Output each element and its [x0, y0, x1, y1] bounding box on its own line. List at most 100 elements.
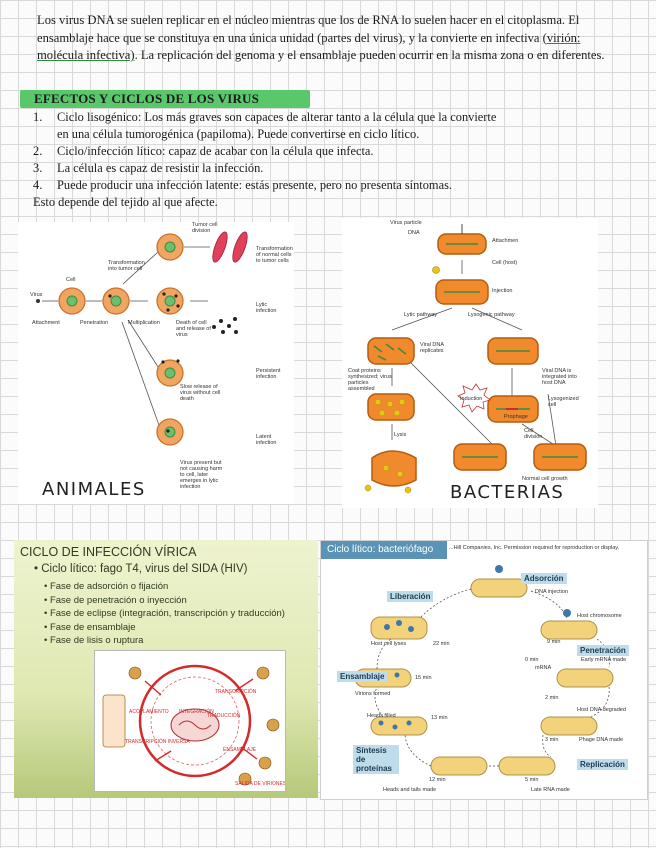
stage-liberacion: Liberación: [387, 591, 434, 602]
note-mrna: mRNA: [535, 665, 552, 671]
note-t22: 22 min: [433, 641, 450, 647]
note-t15: 15 min: [415, 675, 432, 681]
label-lytic-pathway: Lytic pathway: [404, 312, 438, 318]
note-t12: 12 min: [429, 777, 446, 783]
stage-sintesis: Síntesis de proteínas: [353, 745, 399, 774]
label-attachment-bact: Attachmen: [492, 238, 519, 244]
label-penetration: Penetration: [80, 320, 109, 326]
phase-item: Fase de eclipse (integración, transcripc…: [44, 607, 285, 621]
label-induction: Induction: [460, 396, 483, 402]
section-title-highlight: EFECTOS Y CICLOS DE LOS VIRUS: [20, 90, 310, 108]
note-host-chromosome: Host chromosome: [577, 613, 622, 619]
phase-item: Fase de lisis o ruptura: [44, 634, 285, 648]
note-host-dna-degraded: Host DNA degraded: [577, 707, 626, 713]
label-attachment: Attachment: [32, 320, 60, 326]
label-latent: Latent infection: [256, 434, 277, 446]
note-t3: 3 min: [545, 737, 559, 743]
phage-t4-panel: Ciclo lítico: bacteriófago T4 ...Hill Co…: [320, 540, 648, 800]
stage-adsorcion: Adsorción: [521, 573, 567, 584]
note-t9: 9 min: [547, 639, 561, 645]
list-number: 2.: [33, 144, 43, 158]
list-number: 1.: [33, 110, 43, 124]
svg-text:INTEGRACIÓN: INTEGRACIÓN: [179, 708, 214, 715]
phase-list: Fase de adsorción o fijación Fase de pen…: [44, 580, 285, 648]
label-transformation: Transformation into tumor cell: [108, 260, 145, 272]
phage-cycle-diagram: [354, 565, 614, 776]
label-persistent: Persistent infection: [256, 368, 281, 380]
stage-replicacion: Replicación: [577, 759, 628, 770]
svg-text:ENSAMBLAJE: ENSAMBLAJE: [223, 747, 257, 753]
label-normal-growth: Normal cell growth: [522, 476, 568, 482]
hiv-cycle-image: ACOPLAMIENTO TRANSCRIPCIÓN TRADUCCIÓN TR…: [102, 664, 287, 787]
phase-item: Fase de ensamblaje: [44, 621, 285, 635]
note-heads-filled: Heads filled: [367, 713, 396, 719]
list-item: 1. Ciclo lisogénico: Los más graves son …: [33, 109, 623, 126]
svg-text:TRADUCCIÓN: TRADUCCIÓN: [207, 712, 241, 719]
handwritten-bacterias: BACTERIAS: [450, 482, 565, 503]
label-transform-normal: Transformation of normal cells to tumor …: [256, 246, 293, 264]
note-virions: Virions formed: [355, 691, 391, 697]
svg-text:TRANSCRIPCIÓN: TRANSCRIPCIÓN: [215, 688, 257, 695]
svg-text:ACOPLAMIENTO: ACOPLAMIENTO: [129, 709, 169, 715]
list-text: Puede producir una infección latente: es…: [57, 178, 452, 192]
label-dna: DNA: [408, 230, 420, 236]
list-text: Ciclo/infección lítico: capaz de acabar …: [57, 144, 374, 158]
note-host-lyses: Host cell lyses: [371, 641, 407, 647]
bacteria-virus-figure: Virus particle DNA Attachmen Cell (host)…: [342, 218, 598, 508]
label-cell-division: Cell division: [524, 428, 543, 440]
label-lytic: Lytic infection: [256, 302, 277, 314]
handwritten-animales: ANIMALES: [42, 479, 146, 500]
list-text: Ciclo lisogénico: Los más graves son cap…: [57, 110, 497, 124]
list-number: 3.: [33, 161, 43, 175]
stage-penetracion: Penetración: [577, 645, 629, 656]
list-text-continued: en una célula tumorogénica (papiloma). P…: [57, 127, 420, 141]
phase-item: Fase de penetración o inyección: [44, 594, 285, 608]
phase-item: Fase de adsorción o fijación: [44, 580, 285, 594]
label-prophage: Prophage: [504, 414, 528, 420]
phage-panel-title: Ciclo lítico: bacteriófago T4: [321, 541, 447, 573]
note-t2: 2 min: [545, 695, 559, 701]
label-virus-particle: Virus particle: [390, 220, 422, 226]
list-item: 2. Ciclo/infección lítico: capaz de acab…: [33, 143, 623, 160]
intro-underlined: (virión: molécula infectiva): [37, 30, 581, 63]
label-cell: Cell: [66, 277, 76, 283]
note-phage-dna: Phage DNA made: [579, 737, 624, 743]
stage-ensamblaje: Ensamblaje: [337, 671, 388, 682]
intro-text-2: . La replicación del genoma y el ensambl…: [134, 48, 605, 62]
note-heads-tails: Heads and tails made: [383, 787, 437, 793]
hiv-cycle-panel: CICLO DE INFECCIÓN VÍRICA • Ciclo lítico…: [14, 540, 318, 798]
label-host: Cell (host): [492, 260, 518, 266]
hiv-diagram: ACOPLAMIENTO TRANSCRIPCIÓN TRADUCCIÓN TR…: [94, 650, 287, 792]
section-title: EFECTOS Y CICLOS DE LOS VIRUS: [34, 91, 260, 106]
hiv-panel-subtitle: • Ciclo lítico: fago T4, virus del SIDA …: [34, 563, 248, 575]
label-virus: Virus: [30, 292, 43, 298]
label-lysis: Lysis: [394, 432, 407, 438]
list-item: 4. Puede producir una infección latente:…: [33, 177, 623, 194]
label-lysogenic-pathway: Lysogenic pathway: [468, 312, 515, 318]
svg-text:SALIDA DE VIRIONES: SALIDA DE VIRIONES: [235, 781, 285, 787]
note-t5: 5 min: [525, 777, 539, 783]
animal-cycle-diagram: [36, 231, 248, 446]
label-lysogenized: Lysogenized cell: [548, 396, 579, 408]
list-text: La célula es capaz de resistir la infecc…: [57, 161, 264, 175]
label-integrated: Viral DNA is integrated into host DNA: [542, 368, 577, 386]
intro-text-1: Los virus DNA se suelen replicar en el n…: [37, 13, 580, 45]
label-death: Death of cell and release of virus: [176, 320, 211, 338]
svg-text:TRANSCRIPCIÓN INVERSA: TRANSCRIPCIÓN INVERSA: [125, 738, 190, 745]
note-dna-injection: DNA injection: [535, 589, 569, 595]
list-item: 3. La célula es capaz de resistir la inf…: [33, 160, 623, 177]
intro-paragraph: Los virus DNA se suelen replicar en el n…: [37, 12, 627, 65]
copyright-note: ...Hill Companies, Inc. Permission requi…: [449, 545, 620, 551]
label-tumor: Tumor cell division: [192, 222, 218, 234]
label-virus-present: Virus present but not causing harm to ce…: [180, 460, 223, 490]
note-late-rna: Late RNA made: [531, 787, 570, 793]
list-footer: Esto depende del tejido al que afecte.: [33, 195, 218, 209]
hiv-panel-title: CICLO DE INFECCIÓN VÍRICA: [20, 545, 197, 559]
animal-virus-figure: Tumor cell division Transformation of no…: [18, 222, 294, 504]
note-early-mrna: Early mRNA made: [581, 657, 627, 663]
effects-list: 1. Ciclo lisogénico: Los más graves son …: [33, 109, 623, 211]
bacteria-cycle-diagram: [364, 224, 587, 494]
note-t13: 13 min: [431, 715, 448, 721]
label-injection: Injection: [492, 288, 513, 294]
label-viral-replicates: Viral DNA replicates: [420, 342, 444, 354]
